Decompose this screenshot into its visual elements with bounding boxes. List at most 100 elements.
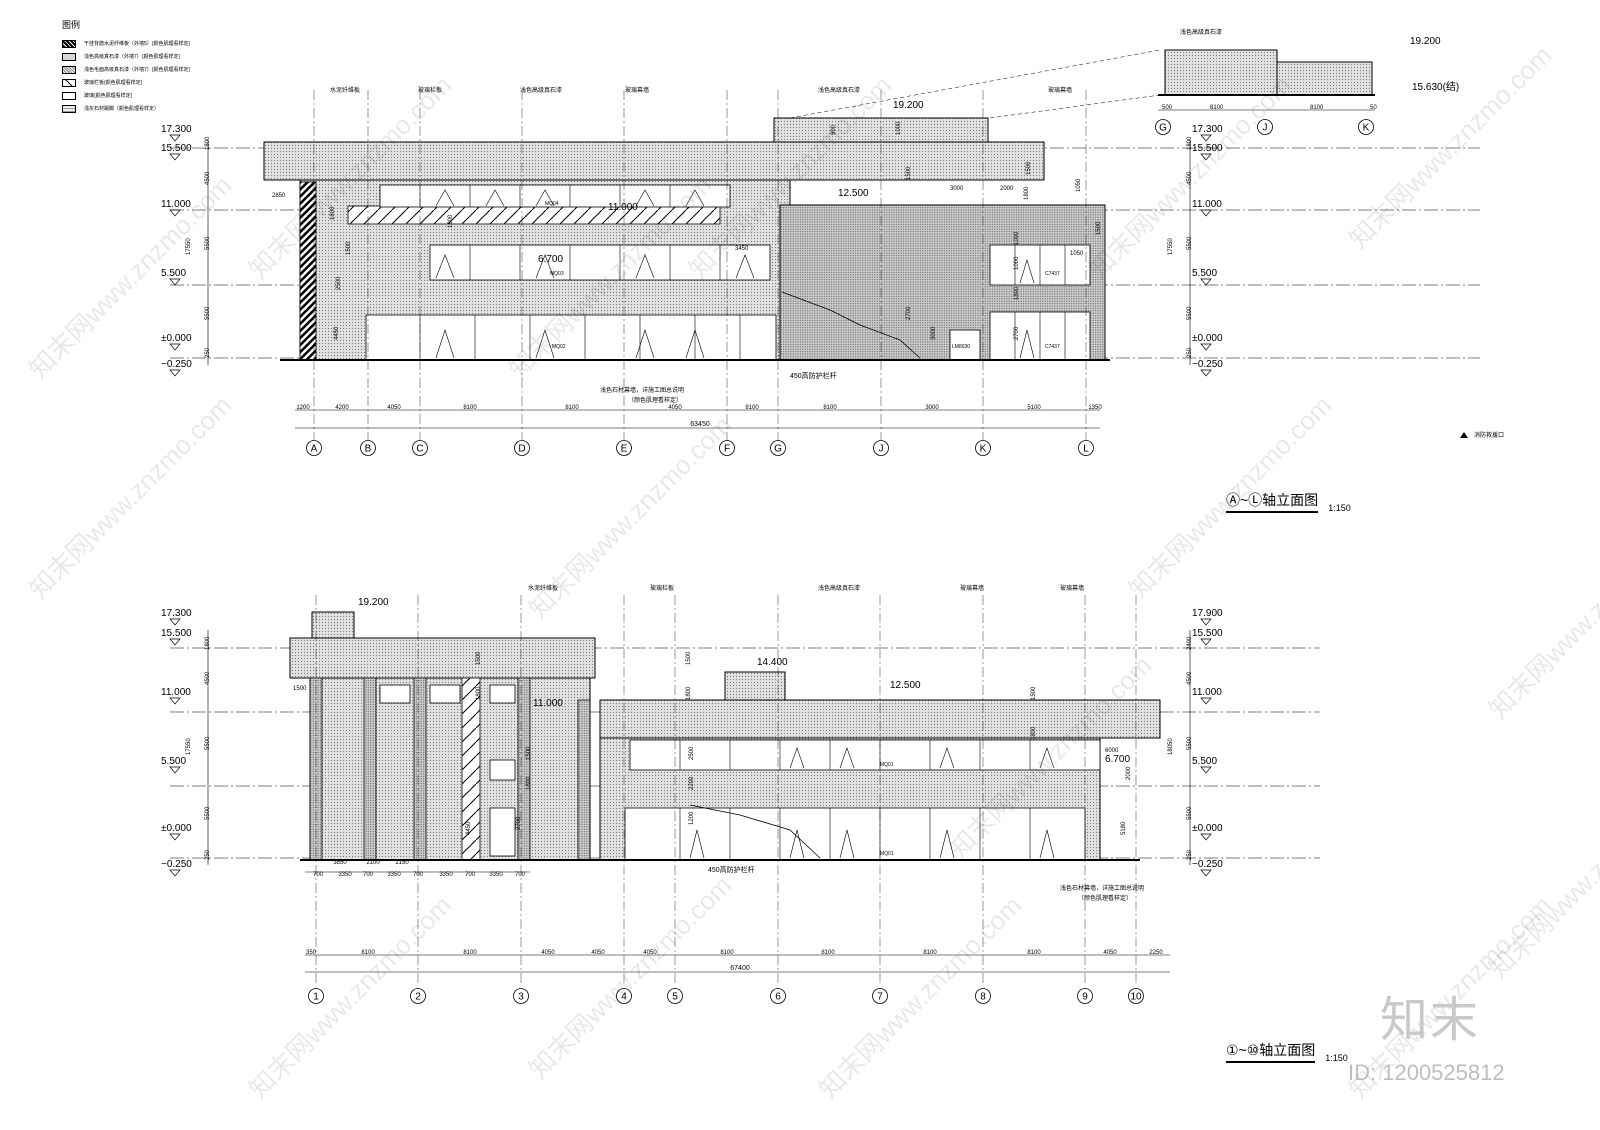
level-label-b-right: 15.500	[1192, 628, 1223, 639]
total-dimension: 67400	[730, 965, 750, 972]
axis-bubble	[308, 988, 324, 1004]
level-label-b-right: 17.900	[1192, 608, 1223, 619]
window-openings-a	[435, 189, 1035, 359]
level-label-b: 17.300	[161, 608, 192, 619]
level-triangle-icon	[169, 833, 181, 841]
dimension: 1800	[205, 636, 211, 650]
level-triangle-icon	[169, 369, 181, 377]
image-id: ID: 1200525812	[1348, 1060, 1505, 1085]
material-callout: 玻璃幕墙	[960, 584, 984, 592]
drawing-scale: 1:150	[1328, 503, 1351, 513]
inner-dimension: 4450	[466, 821, 472, 835]
watermark-text: 知末网www.znzmo.com	[23, 390, 237, 604]
axis-label-a: L	[1083, 444, 1089, 455]
inner-dimension: 1800	[476, 686, 482, 700]
axis-bubble	[770, 440, 786, 456]
inner-dimension: 2700	[516, 816, 522, 830]
axis-bubble	[770, 988, 786, 1004]
dimension: 17550	[186, 738, 192, 755]
bay-dimension: 8100	[1310, 105, 1324, 111]
inset-block	[1276, 61, 1373, 96]
drawing-title: Ⓐ~Ⓛ轴立面图	[1226, 490, 1319, 513]
annotation-layer: 17.30015.50011.0005.500±0.000−0.25017.30…	[161, 28, 1459, 1004]
inner-dimension: 1500	[526, 746, 532, 760]
grid-lines-b	[315, 595, 1137, 985]
inner-dimension: 3000	[931, 326, 937, 340]
level-triangle-icon	[169, 134, 181, 142]
dimension: 5500	[205, 306, 211, 320]
window-tag: MQ03	[550, 271, 564, 277]
dimension: 5500	[205, 736, 211, 750]
axis-bubble	[719, 440, 735, 456]
inner-dimension: 6000	[1105, 748, 1119, 754]
watermark-text: 知末网www.znzmo.com	[1483, 770, 1600, 984]
dimension: 5500	[205, 806, 211, 820]
inner-dimension: 1500	[686, 651, 692, 665]
column-dimension: 2100	[366, 860, 380, 866]
inner-dimension: 2700	[1014, 326, 1020, 340]
axis-label-b: 4	[621, 992, 627, 1003]
dimension: 5500	[1187, 306, 1193, 320]
axis-bubble	[514, 440, 530, 456]
window-tag: MQ02	[552, 344, 566, 350]
column-dimension: 3850	[333, 860, 347, 866]
inner-dimension: 5180	[1121, 821, 1127, 835]
bay-dimension: 8100	[720, 950, 734, 956]
grid-lines-a	[313, 90, 1087, 440]
column-dimension: 700	[313, 872, 324, 878]
level-triangle-icon	[1200, 134, 1212, 142]
bay-dimension: 350	[306, 950, 317, 956]
material-callout: 浅色高级真石漆	[1180, 28, 1222, 36]
top-level-a: 19.200	[893, 100, 924, 111]
window-tag: LM8030	[952, 344, 970, 350]
elevation-b	[170, 595, 1320, 985]
legend-label: 玻璃(颜色肌理看样定)	[84, 93, 133, 99]
column-dimension: 700	[363, 872, 374, 878]
legend-item: 干挂背筋水泥纤维板（外墙5）(颜色肌理看样定)	[62, 37, 292, 50]
dimension: 5500	[1187, 236, 1193, 250]
axis-label-b: 3	[518, 992, 524, 1003]
inner-dimension: 1000	[1014, 231, 1020, 245]
bay-dimension: 8100	[463, 950, 477, 956]
level-triangle-icon	[1200, 278, 1212, 286]
axis-bubble	[975, 988, 991, 1004]
dimension: 1800	[1187, 136, 1193, 150]
inner-dimension: 1200	[689, 811, 695, 825]
material-callout: 水泥纤维板	[330, 86, 360, 94]
axis-label-a: F	[724, 444, 730, 455]
axis-label-a: B	[365, 444, 372, 455]
level-label-a-right: ±0.000	[1192, 333, 1223, 344]
material-callout: 玻璃幕墙	[625, 86, 649, 94]
axis-bubble	[513, 988, 529, 1004]
dimension-lines-b	[207, 630, 1191, 973]
material-note: 浅色石材幕墙，详施工图总说明	[1060, 884, 1144, 892]
bay-dimension: 8100	[823, 405, 837, 411]
bay-dimension: 8100	[463, 405, 477, 411]
inner-dimension: 3000	[950, 186, 964, 192]
left-block	[309, 677, 591, 861]
column-dimension: 3350	[338, 872, 352, 878]
level-triangle-icon	[1200, 766, 1212, 774]
axis-label-b: 8	[980, 992, 986, 1003]
axis-bubble	[410, 988, 426, 1004]
inner-dimension: 4450	[334, 326, 340, 340]
inner-dimension: 2500	[336, 276, 342, 290]
legend-label: 浅色高级真石漆（外墙7）(颜色肌理看样定)	[84, 54, 181, 60]
level-label-b-right: 11.000	[1192, 687, 1222, 698]
bay-dimension: 4050	[541, 950, 555, 956]
bay-dimension: 8100	[923, 950, 937, 956]
watermarks: 知末网www.znzmo.com知末网www.znzmo.com知末网www.z…	[23, 40, 1600, 1104]
material-callout: 玻璃栏板	[418, 86, 442, 94]
axis-label-b: 5	[672, 992, 678, 1003]
stair-ramp	[689, 804, 821, 859]
level-triangle-icon	[1200, 869, 1212, 877]
axis-label-b: 7	[877, 992, 883, 1003]
material-callout: 水泥纤维板	[528, 584, 558, 592]
top-level-a: 6.700	[538, 254, 563, 265]
dimension: 250	[205, 849, 211, 860]
dimension: 1500	[293, 686, 307, 692]
bay-dimension: 4050	[643, 950, 657, 956]
legend-label: 浅色毛面高级真石漆（外墙7）(颜色肌理看样定)	[84, 67, 191, 73]
axis-label-b: 9	[1082, 992, 1088, 1003]
axis-label-b: 10	[1130, 992, 1142, 1003]
